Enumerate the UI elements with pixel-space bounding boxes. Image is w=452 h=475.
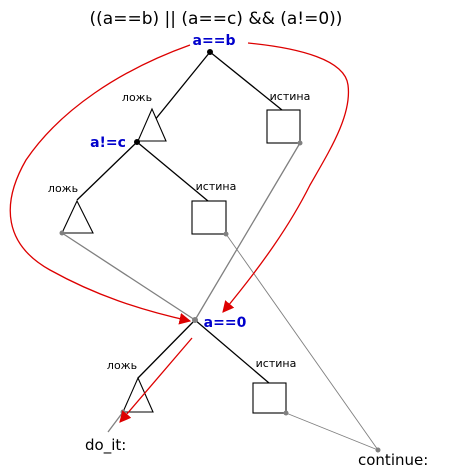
- do-it-label: do_it:: [85, 436, 126, 455]
- edge-ab-true: [209, 51, 283, 111]
- expression-title: ((a==b) || (a==c) && (a!=0)): [90, 9, 343, 29]
- edge-ac-true: [136, 141, 209, 202]
- condition-label-ac: a!=c: [90, 135, 126, 151]
- jump-dot-a0-false: [120, 409, 126, 415]
- branch-label-ac-false: ложь: [48, 182, 78, 195]
- branch-label-ac-true: истина: [196, 180, 237, 193]
- jump-dot-ac-false: [59, 230, 65, 236]
- condition-label-ab: a==b: [193, 33, 236, 49]
- branch-label-a0-false: ложь: [107, 359, 137, 372]
- subtree-triangle-a0-false: [122, 376, 154, 413]
- jump-a0-true-to-continue: [285, 412, 379, 451]
- leaf-box-ac-true: [191, 200, 227, 235]
- continue-dot: [375, 447, 381, 453]
- flow-arrow-ab-false-to-a0: [9, 44, 192, 325]
- leaf-box-a0-true: [252, 382, 287, 414]
- subtree-triangle-ac-false: [61, 199, 94, 234]
- jump-ac-true-to-continue: [225, 233, 379, 451]
- jump-dot-ab-true: [297, 140, 303, 146]
- jump-ab-true-to-a0: [194, 142, 301, 321]
- branch-label-a0-true: истина: [256, 357, 297, 370]
- node-dot-ac: [134, 139, 140, 145]
- leaf-box-ab-true: [266, 109, 301, 144]
- subtree-triangle-ab-false: [137, 107, 167, 142]
- node-dot-a0: [192, 317, 198, 323]
- edge-ac-false: [76, 141, 138, 201]
- flow-arrow-a0-to-do-it: [119, 337, 193, 423]
- branch-label-ab-false: ложь: [122, 91, 152, 104]
- continue-label: continue:: [358, 451, 428, 469]
- edge-a0-false: [137, 319, 196, 379]
- condition-label-a0: a==0: [204, 315, 247, 331]
- jump-dot-a0-true: [283, 410, 289, 416]
- branch-label-ab-true: истина: [270, 90, 311, 103]
- jump-ac-false-to-a0: [61, 232, 196, 321]
- edge-a0-true: [194, 319, 270, 384]
- jump-dot-ac-true: [223, 231, 229, 237]
- flow-arrow-ab-true-to-a0: [222, 42, 350, 313]
- node-dot-ab: [207, 49, 213, 55]
